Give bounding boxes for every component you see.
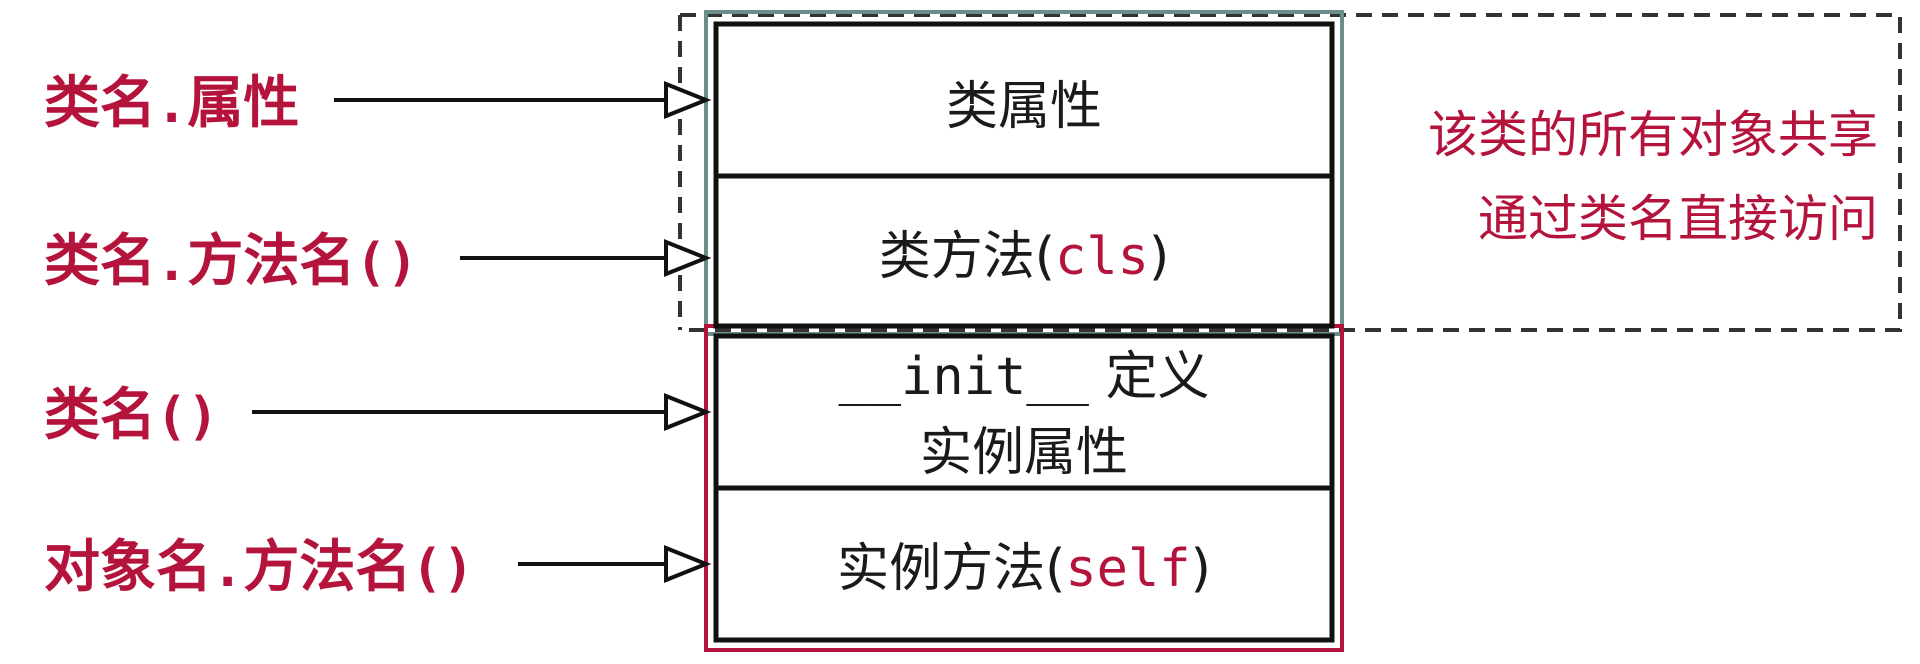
instance-method-box	[713, 485, 1335, 643]
note-access-line: 通过类名直接访问	[1478, 190, 1878, 248]
init-definition-text: __init__ 定义	[839, 347, 1210, 407]
init-keyword: __init__	[839, 347, 1090, 407]
label-constructor-parens: ()	[156, 387, 219, 447]
label-class-attribute-access: 类名.属性	[44, 71, 299, 136]
label-class-attribute-main: 类名	[44, 71, 156, 136]
label-class-method-dot: .	[156, 233, 187, 293]
arrow-constructor	[252, 393, 712, 431]
label-instance-method-main: 对象名	[44, 535, 212, 600]
label-instance-method-parens: ()	[411, 539, 474, 599]
label-constructor-call: 类名()	[44, 383, 219, 448]
label-class-method-call: 类名.方法名()	[44, 229, 418, 294]
init-text: 定义	[1089, 347, 1210, 407]
instance-method-text: 实例方法(self)	[837, 539, 1211, 599]
class-method-suffix: )	[1149, 227, 1169, 287]
instance-method-suffix: )	[1191, 539, 1211, 599]
class-method-prefix: 类方法(	[879, 227, 1055, 287]
class-shared-dashed-region	[680, 13, 1902, 332]
class-method-param: cls	[1055, 227, 1149, 287]
init-instance-attribute-box	[713, 333, 1335, 491]
class-method-text: 类方法(cls)	[879, 227, 1170, 287]
instance-attribute-text: 实例属性	[920, 423, 1128, 483]
label-instance-method-dot: .	[212, 539, 243, 599]
label-class-method-main: 类名	[44, 229, 156, 294]
note-shared-line: 该类的所有对象共享	[1428, 106, 1878, 164]
label-instance-method-tail: 方法名	[243, 535, 411, 600]
label-class-attribute-dot: .	[156, 75, 187, 135]
instance-method-prefix: 实例方法(	[837, 539, 1065, 599]
label-constructor-main: 类名	[44, 383, 156, 448]
arrow-class-attribute	[334, 81, 712, 119]
arrow-instance-method	[518, 545, 712, 583]
label-class-method-parens: ()	[355, 233, 418, 293]
class-attribute-text: 类属性	[946, 77, 1102, 137]
arrow-class-method	[460, 239, 712, 277]
class-attribute-box	[713, 21, 1335, 179]
class-method-box	[713, 173, 1335, 329]
label-instance-method-call: 对象名.方法名()	[44, 535, 474, 600]
label-class-attribute-tail: 属性	[187, 71, 299, 136]
instance-method-param: self	[1065, 539, 1190, 599]
label-class-method-tail: 方法名	[187, 229, 355, 294]
